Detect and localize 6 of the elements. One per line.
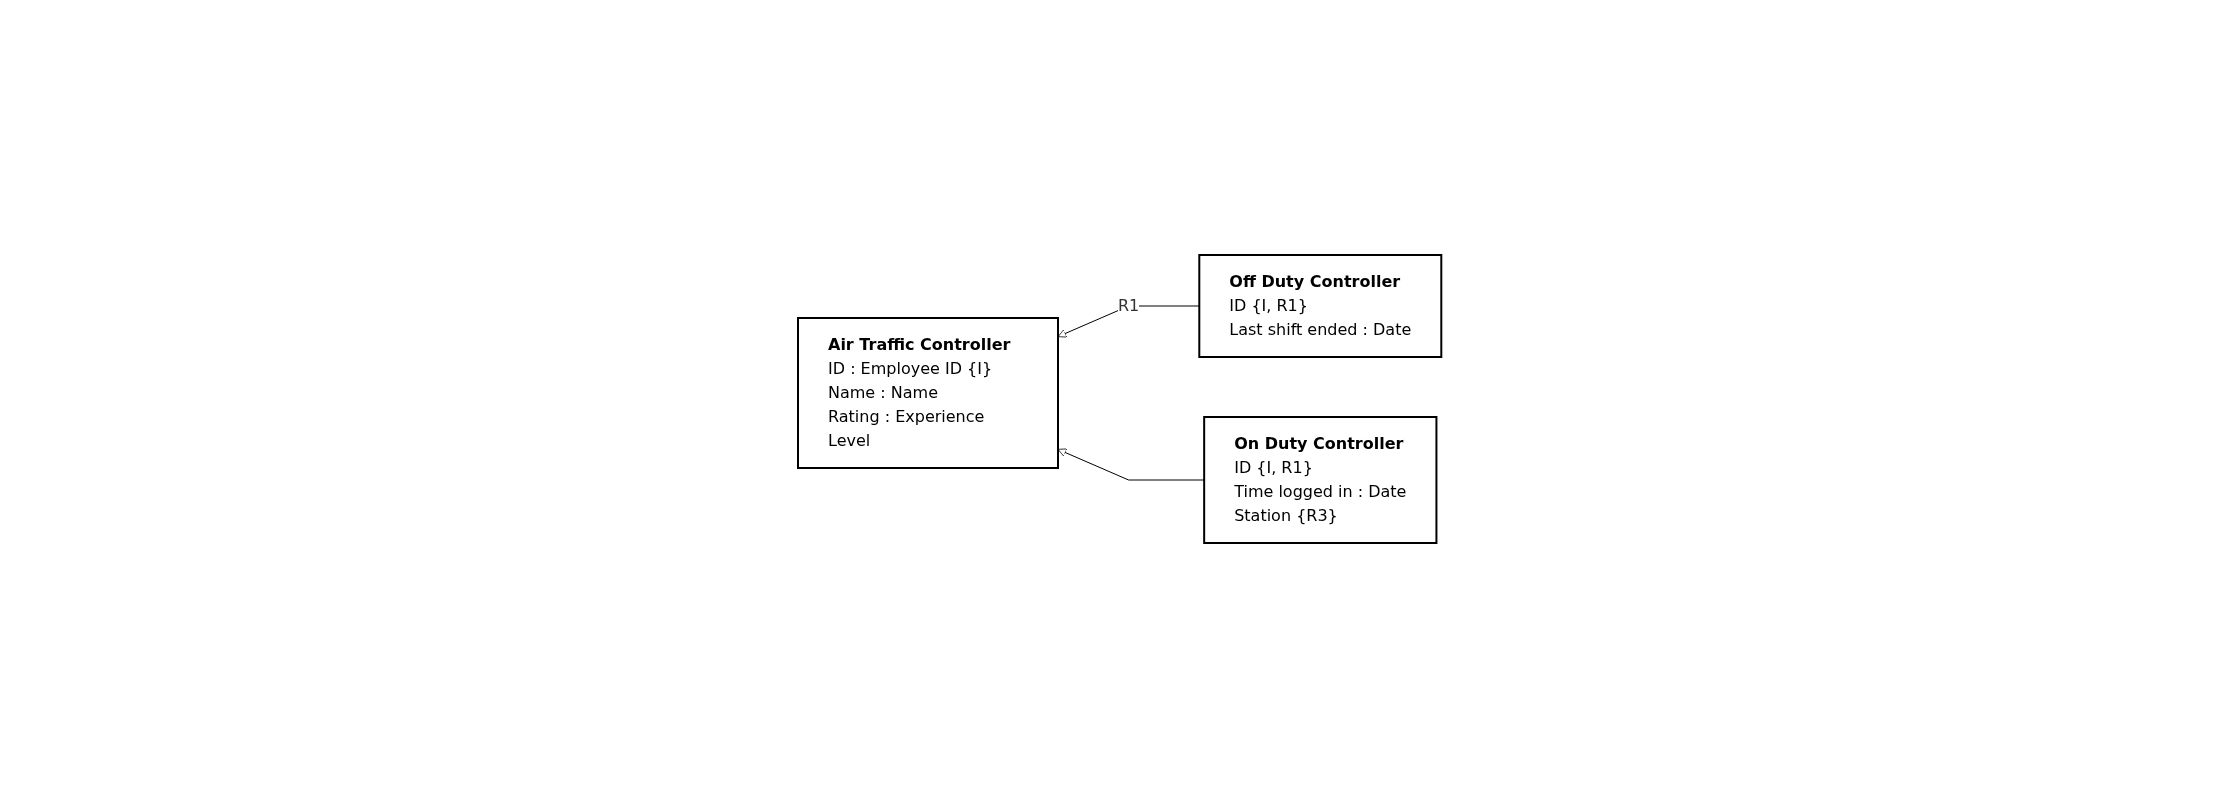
node-box: On Duty Controller ID {I, R1} Time logged in : Date Station {R3} (1203, 416, 1438, 544)
arrow (1057, 448, 1205, 481)
arrow (1057, 305, 1200, 338)
edge-label: R1 (1117, 296, 1140, 315)
node-box: Air Traffic Controller ID : Employee ID {I} Name : Name Rating : Experience Level (796, 317, 1059, 469)
node-box: Off Duty Controller ID {I, R1} Last shift ended : Date (1198, 254, 1443, 358)
